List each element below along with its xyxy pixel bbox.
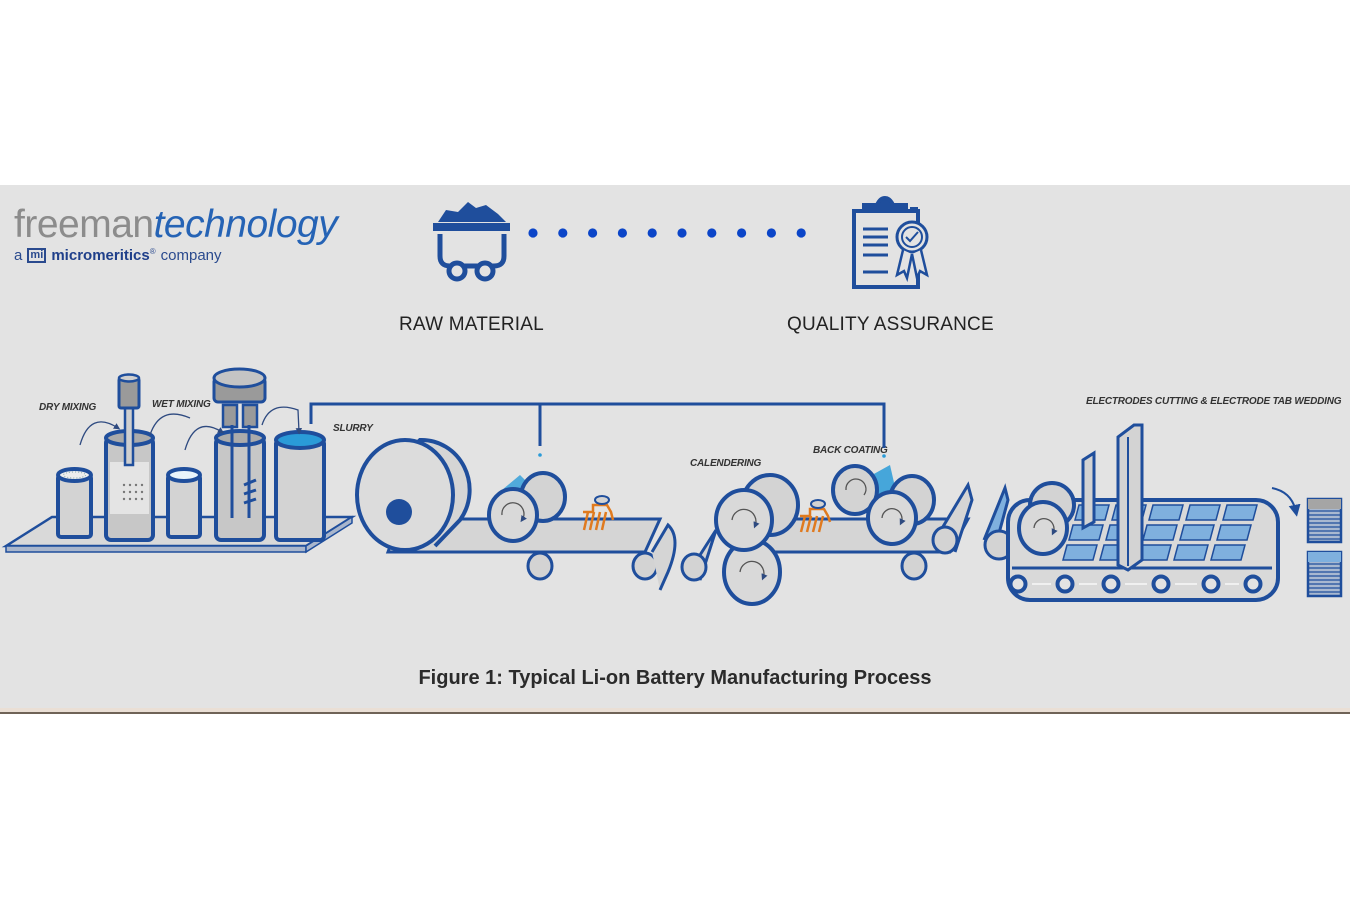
connector-dot bbox=[647, 228, 657, 238]
micromeritics-badge-icon: mi bbox=[27, 248, 47, 263]
logo-technology: technology bbox=[153, 203, 338, 246]
coating-rollers bbox=[487, 471, 567, 543]
electrode-sheet bbox=[1179, 524, 1215, 541]
electrode-sheet bbox=[1068, 524, 1104, 541]
connector-dot bbox=[707, 228, 717, 238]
electrode-sheet bbox=[1062, 544, 1098, 561]
calendering-line bbox=[680, 464, 974, 606]
step-label-slurry: SLURRY bbox=[333, 423, 373, 434]
registered-mark: ® bbox=[149, 247, 156, 256]
connector-dot bbox=[796, 228, 806, 238]
electrode-sheet bbox=[1142, 524, 1178, 541]
slurry-feed-line bbox=[309, 402, 886, 458]
conveyor-wheel bbox=[1008, 574, 1028, 594]
logo-prefix: a bbox=[14, 247, 23, 264]
logo-wordmark: freemantechnology bbox=[14, 203, 338, 246]
step-label-calendering: CALENDERING bbox=[690, 458, 762, 469]
panel-bottom-shade bbox=[0, 708, 1350, 712]
electrode-stack-anode bbox=[1306, 550, 1343, 598]
connector-dot bbox=[558, 228, 568, 238]
quality-assurance-label: QUALITY ASSURANCE bbox=[787, 314, 994, 335]
logo-brand: micromeritics bbox=[51, 247, 150, 264]
connector-dot bbox=[617, 228, 628, 238]
electrode-sheet bbox=[1148, 504, 1184, 521]
electrode-stack-cathode bbox=[1306, 497, 1343, 544]
electrode-sheet bbox=[1210, 544, 1246, 561]
logo-freeman: freeman bbox=[14, 203, 154, 246]
logo-suffix: company bbox=[160, 247, 222, 264]
slurry-tank bbox=[274, 430, 326, 542]
connector-dot bbox=[528, 228, 538, 238]
powder-canister bbox=[56, 467, 93, 539]
dryer-heater-icon bbox=[582, 495, 615, 531]
conveyor-wheel bbox=[1201, 574, 1221, 594]
conveyor-wheel bbox=[1055, 574, 1075, 594]
logo-tagline: a mi micromeritics® company bbox=[14, 247, 337, 264]
raw-to-qa-connector bbox=[528, 228, 806, 238]
electrode-cutting-line bbox=[982, 423, 1343, 602]
certificate-clipboard-icon bbox=[852, 195, 929, 289]
electrode-sheet bbox=[1173, 544, 1209, 561]
connector-dot bbox=[737, 228, 747, 238]
dryer-heater-icon bbox=[799, 499, 832, 533]
wet-mixer bbox=[212, 367, 267, 542]
electrode-sheet bbox=[1222, 504, 1258, 521]
electrode-sheet bbox=[1185, 504, 1221, 521]
electrode-sheet bbox=[1216, 524, 1252, 541]
step-label-electrode-cutting: ELECTRODES CUTTING & ELECTRODE TAB WEDDI… bbox=[1086, 396, 1342, 407]
mine-cart-icon bbox=[433, 202, 510, 282]
step-label-wet-mixing: WET MIXING bbox=[152, 399, 211, 410]
step-label-dry-mixing: DRY MIXING bbox=[39, 402, 97, 413]
freeman-technology-logo: freemantechnology a mi micromeritics® co… bbox=[14, 203, 338, 265]
connector-dot bbox=[588, 228, 598, 238]
conveyor-wheels bbox=[1008, 574, 1263, 594]
connector-dot bbox=[766, 228, 777, 238]
back-coating-rollers bbox=[831, 464, 936, 546]
conveyor-wheel bbox=[1151, 574, 1171, 594]
calender-rollers bbox=[714, 473, 800, 606]
mixing-station bbox=[1, 367, 357, 554]
figure-caption: Figure 1: Typical Li-on Battery Manufact… bbox=[418, 667, 932, 689]
connector-dot bbox=[677, 228, 687, 238]
raw-material-label: RAW MATERIAL bbox=[399, 314, 544, 335]
step-label-back-coating: BACK COATING bbox=[813, 445, 888, 456]
solvent-canister bbox=[166, 467, 202, 539]
foil-roll bbox=[355, 437, 472, 552]
coating-line bbox=[355, 437, 677, 591]
conveyor-wheel bbox=[1101, 574, 1121, 594]
dry-mixer bbox=[104, 373, 155, 542]
conveyor-wheel bbox=[1243, 574, 1263, 594]
